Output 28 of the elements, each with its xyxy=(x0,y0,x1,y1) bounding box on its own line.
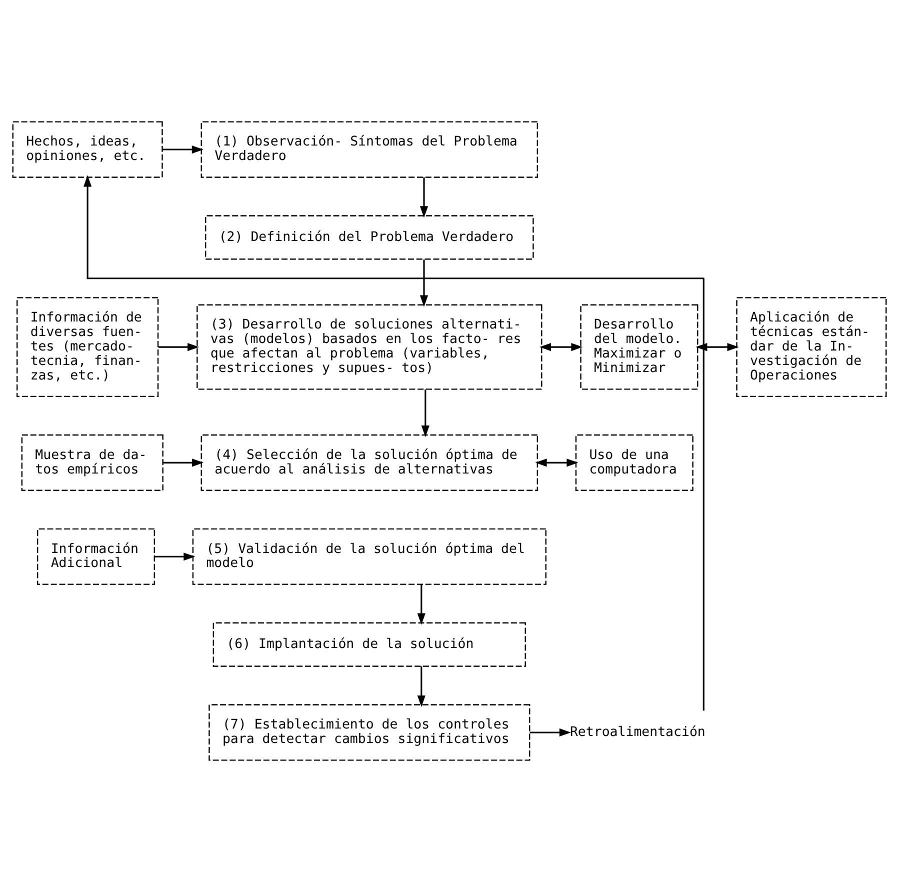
node-text: Retroalimentación xyxy=(570,724,706,740)
node-box: (6) Implantación de la solución xyxy=(212,622,526,667)
arrow xyxy=(417,584,426,625)
arrow xyxy=(84,175,704,711)
node-box: Desarrollo del modelo. Maximizar o Minimizar xyxy=(580,304,698,390)
arrow xyxy=(163,458,204,467)
node-box: (7) Establecimiento de los controles para detectar cambios significativos xyxy=(208,704,530,761)
node-box: (1) Observación- Síntomas del Problema Verdadero xyxy=(200,121,538,178)
arrow xyxy=(158,343,200,352)
arrow xyxy=(420,177,428,218)
node-box: Hechos, ideas, opiniones, etc. xyxy=(12,121,163,178)
arrow xyxy=(420,260,428,307)
arrow xyxy=(535,458,578,467)
arrow xyxy=(539,343,583,352)
node-box: (3) Desarrollo de soluciones alternati- vas (modelos) basados en los facto- res que afectan al problema (variables, restricciones y supues- tos) xyxy=(196,304,542,390)
node-box: Información Adicional xyxy=(36,528,155,585)
node-box: Información de diversas fuen- tes (mercado- tecnia, finan- zas, etc.) xyxy=(16,297,159,398)
arrow xyxy=(421,389,430,438)
arrow xyxy=(154,552,196,561)
arrow xyxy=(417,666,426,708)
node-box: Muestra de da- tos empíricos xyxy=(21,434,164,491)
node-box: Aplicación de técnicas están- dar de la In- vestigación de Operaciones xyxy=(736,297,887,398)
arrow xyxy=(162,145,204,154)
node-box: (2) Definición del Problema Verdadero xyxy=(205,215,534,260)
arrow xyxy=(530,728,571,737)
node-box: Uso de una computadora xyxy=(575,434,694,491)
node-box: (5) Validación de la solución óptima del modelo xyxy=(192,528,546,585)
node-box: (4) Selección de la solución óptima de acuerdo al análisis de alternativas xyxy=(200,434,538,491)
